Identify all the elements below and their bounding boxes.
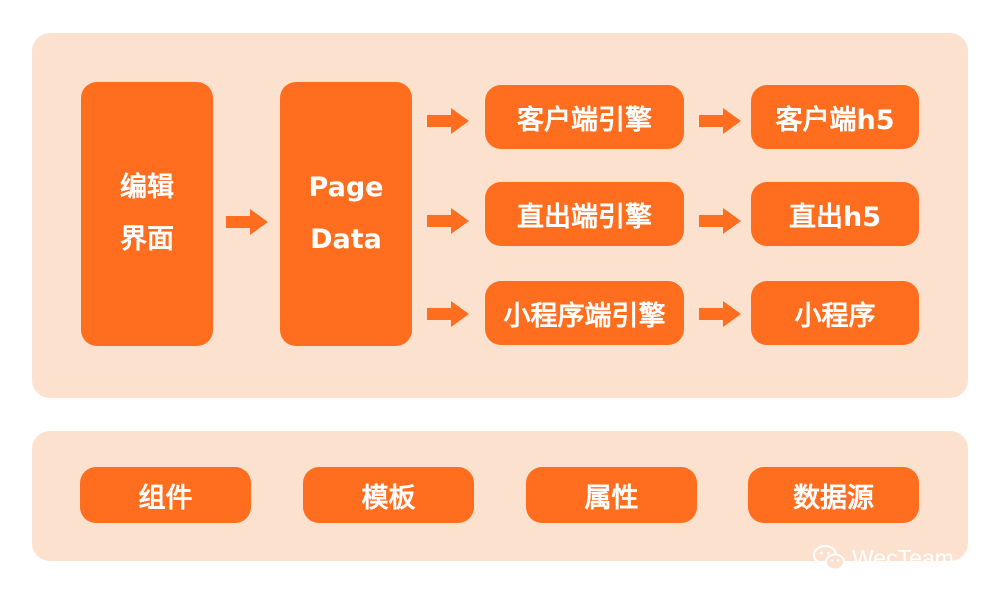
ssr-h5-node: 直出h5: [751, 182, 919, 246]
editor-label-line2: 界面: [120, 224, 174, 255]
arrow-right-icon: [699, 301, 741, 327]
wechat-icon: [813, 545, 845, 571]
client-h5-label: 客户端h5: [775, 104, 895, 136]
ssr-engine-label: 直出端引擎: [517, 201, 652, 233]
watermark: WecTeam: [812, 544, 954, 572]
editor-label-line1: 编辑: [120, 172, 174, 203]
ssr-engine-node: 直出端引擎: [485, 182, 684, 246]
page-data-label-line1: Page: [308, 172, 384, 203]
arrow-right-icon: [427, 108, 469, 134]
editor-node: 编辑 界面: [81, 82, 213, 346]
ssr-h5-label: 直出h5: [788, 201, 881, 233]
datasource-label: 数据源: [793, 482, 874, 514]
component-node: 组件: [80, 467, 251, 523]
miniprogram-engine-label: 小程序端引擎: [503, 300, 666, 332]
client-engine-node: 客户端引擎: [485, 85, 684, 149]
arrow-right-icon: [427, 301, 469, 327]
template-node: 模板: [303, 467, 474, 523]
miniprogram-node: 小程序: [751, 281, 919, 345]
property-node: 属性: [526, 467, 697, 523]
datasource-node: 数据源: [748, 467, 919, 523]
arrow-right-icon: [699, 208, 741, 234]
page-data-node: Page Data: [280, 82, 412, 346]
client-engine-label: 客户端引擎: [517, 104, 652, 136]
arrow-right-icon: [427, 208, 469, 234]
client-h5-node: 客户端h5: [751, 85, 919, 149]
miniprogram-engine-node: 小程序端引擎: [485, 281, 684, 345]
miniprogram-label: 小程序: [794, 300, 876, 332]
property-label: 属性: [584, 482, 639, 514]
template-label: 模板: [361, 482, 416, 514]
watermark-text: WecTeam: [852, 544, 954, 571]
component-label: 组件: [138, 482, 193, 514]
arrow-right-icon: [226, 209, 268, 235]
arrow-right-icon: [699, 108, 741, 134]
page-data-label-line2: Data: [310, 224, 382, 255]
